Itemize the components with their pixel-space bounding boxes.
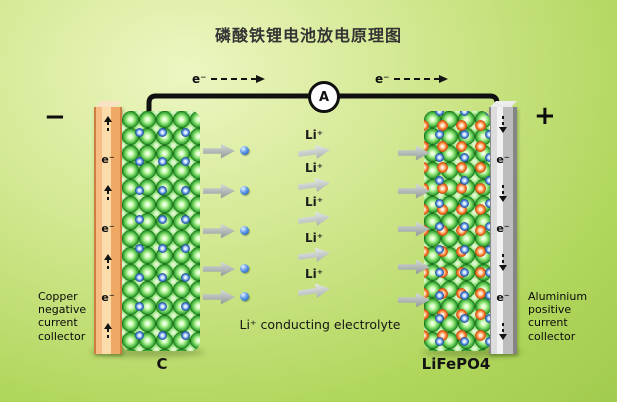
copper-collector-caption: Copper negative current collector: [38, 290, 87, 343]
li-ion-label: Li⁺: [304, 161, 324, 175]
li-ion-label: Li⁺: [304, 231, 324, 245]
electron-label: e⁻: [101, 152, 115, 166]
li-ion-label: Li⁺: [304, 267, 324, 281]
li-migration-group: Li⁺: [292, 267, 336, 299]
li-migration-arrow-icon: [297, 209, 331, 229]
electron-label: e⁻: [101, 290, 115, 304]
copper-collector-bar: [94, 107, 122, 354]
li-ion-label: Li⁺: [304, 128, 324, 142]
electron-label: e⁻: [496, 221, 510, 235]
li-migration-arrow-icon: [297, 245, 331, 265]
li-migration-group: Li⁺: [292, 128, 336, 160]
down-arrow-icon: [499, 185, 507, 202]
lifepo4-electrode: [424, 111, 490, 351]
diagram-title: 磷酸铁锂电池放电原理图: [214, 26, 402, 45]
copper-electron-column: e⁻ e⁻ e⁻: [94, 116, 122, 340]
down-arrow-icon: [499, 254, 507, 271]
up-arrow-icon: [104, 116, 112, 133]
up-arrow-icon: [104, 323, 112, 340]
aluminium-collector-caption: Aluminium positive current collector: [528, 290, 588, 343]
li-ion-label: Li⁺: [304, 195, 324, 209]
aluminium-electron-column: e⁻ e⁻ e⁻: [489, 116, 517, 340]
electron-label: e⁻: [496, 290, 510, 304]
lithium-ion-dot: [240, 226, 249, 235]
lithium-ion-dot: [240, 264, 249, 273]
right-dashed-arrow-icon: [394, 74, 449, 84]
copper-collector-top: [94, 101, 122, 108]
down-arrow-icon: [499, 116, 507, 133]
lithium-ion-dot: [240, 292, 249, 301]
right-dashed-arrow-icon: [211, 74, 266, 84]
negative-electrode-label: C: [156, 355, 168, 373]
li-migration-group: Li⁺: [292, 231, 336, 263]
electrolyte-caption: Li⁺ conducting electrolyte: [239, 317, 401, 332]
ammeter-label: A: [318, 89, 330, 105]
right-shadow: [422, 348, 522, 357]
left-shadow: [90, 348, 205, 357]
lithium-ion-dot: [240, 186, 249, 195]
aluminium-collector-bar: [489, 107, 517, 354]
electron-label: e⁻: [375, 72, 390, 86]
up-arrow-icon: [104, 185, 112, 202]
electron-flow-right: e⁻: [375, 72, 449, 86]
graphite-electrode: [122, 111, 200, 351]
li-migration-arrow-icon: [297, 175, 331, 195]
positive-electrode-label: LiFePO4: [421, 355, 491, 373]
electron-label: e⁻: [496, 152, 510, 166]
li-migration-group: Li⁺: [292, 195, 336, 227]
electron-label: e⁻: [101, 221, 115, 235]
lithium-ion-dot: [240, 146, 249, 155]
electron-flow-left: e⁻: [192, 72, 266, 86]
positive-terminal-sign: +: [534, 101, 556, 131]
electron-label: e⁻: [192, 72, 207, 86]
down-arrow-icon: [499, 323, 507, 340]
ammeter: A: [308, 81, 340, 113]
aluminium-collector-top: [489, 101, 517, 108]
li-migration-arrow-icon: [297, 281, 331, 301]
li-migration-group: Li⁺: [292, 161, 336, 193]
up-arrow-icon: [104, 254, 112, 271]
negative-terminal-sign: −: [44, 102, 66, 132]
li-migration-arrow-icon: [297, 142, 331, 162]
